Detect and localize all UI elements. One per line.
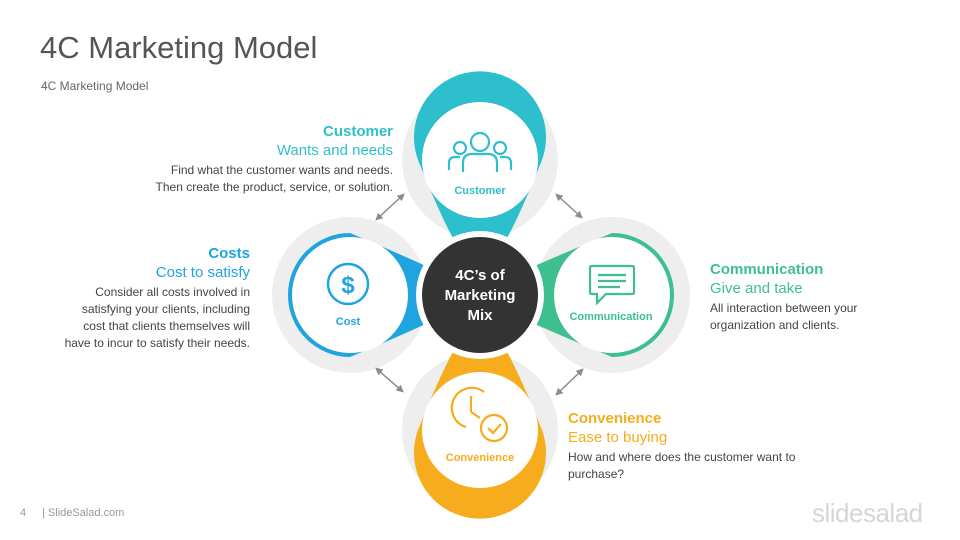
page-title: 4C Marketing Model	[40, 30, 318, 65]
convenience-heading: Convenience	[568, 410, 662, 427]
costs-description: Consider all costs involved in satisfyin…	[65, 284, 250, 352]
costs-desc-line: cost that clients themselves will	[83, 319, 250, 333]
communication-text-block: Communication Give and take All interact…	[710, 260, 857, 334]
customer-node	[402, 71, 558, 240]
convenience-text-block: Convenience Ease to buying How and where…	[568, 409, 795, 483]
people-icon	[447, 131, 513, 172]
footer-site-link[interactable]: | SlideSalad.com	[42, 507, 125, 519]
convenience-desc-line: How and where does the customer want to	[568, 450, 796, 464]
center-line-1: 4C’s of	[455, 267, 505, 284]
customer-desc-line: Then create the product, service, or sol…	[155, 180, 393, 194]
convenience-subheading: Ease to buying	[568, 429, 668, 446]
center-circle	[422, 237, 538, 353]
costs-desc-line: satisfying your clients, including	[81, 302, 250, 316]
customer-desc-line: Find what the customer wants and needs.	[170, 163, 393, 177]
svg-text:$: $	[341, 272, 355, 299]
customer-node-label: Customer	[454, 185, 506, 197]
costs-heading: Costs	[208, 245, 250, 262]
page-subtitle: 4C Marketing Model	[41, 79, 149, 93]
communication-desc-line: All interaction between your	[710, 301, 858, 315]
customer-subheading: Wants and needs	[276, 142, 393, 159]
clock-check-icon	[450, 386, 509, 443]
communication-subheading: Give and take	[710, 280, 803, 297]
center-line-3: Mix	[467, 307, 493, 324]
arrow-cost-customer	[375, 193, 405, 221]
costs-desc-line: have to incur to satisfy their needs.	[64, 336, 250, 350]
costs-subheading: Cost to satisfy	[155, 264, 250, 281]
cost-node	[272, 217, 430, 373]
convenience-node-label: Convenience	[446, 452, 514, 464]
page-number: 4	[20, 507, 27, 519]
convenience-description: How and where does the customer want to …	[568, 449, 795, 483]
customer-text-block: Customer Wants and needs Find what the c…	[156, 122, 393, 196]
arrow-customer-communication	[555, 193, 583, 219]
customer-description: Find what the customer wants and needs. …	[156, 162, 393, 196]
arrow-cost-convenience	[375, 367, 404, 393]
communication-desc-line: organization and clients.	[710, 318, 840, 332]
convenience-desc-line: purchase?	[568, 467, 625, 481]
dollar-icon: $	[326, 262, 370, 306]
customer-heading: Customer	[322, 123, 393, 140]
chat-icon	[588, 264, 636, 306]
communication-heading: Communication	[710, 261, 824, 278]
arrow-convenience-communication	[555, 368, 584, 396]
slidesalad-logo: slidesalad	[812, 498, 923, 528]
costs-text-block: Costs Cost to satisfy Consider all costs…	[65, 244, 250, 352]
cost-node-label: Cost	[336, 316, 361, 328]
communication-description: All interaction between your organizatio…	[710, 300, 857, 334]
communication-node-label: Communication	[569, 311, 652, 323]
costs-desc-line: Consider all costs involved in	[95, 285, 250, 299]
convenience-node	[402, 350, 558, 519]
center-line-2: Marketing	[445, 287, 516, 304]
